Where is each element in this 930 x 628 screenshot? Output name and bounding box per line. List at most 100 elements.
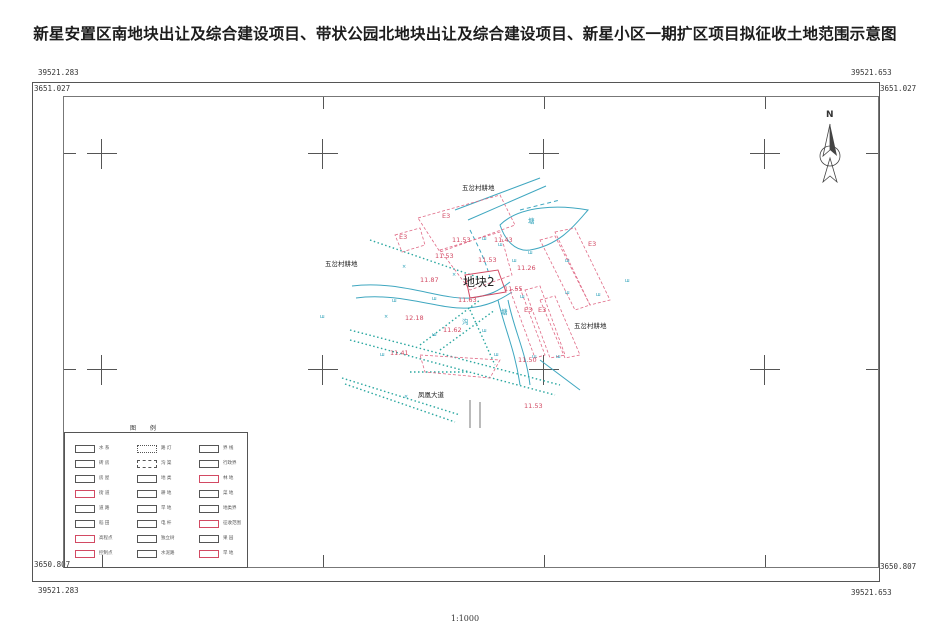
legend-item-label: 砖 房 — [99, 461, 110, 466]
label-elevation: 11.43 — [494, 236, 513, 244]
legend-title: 图 例 — [130, 425, 162, 432]
legend-symbol — [199, 475, 219, 483]
track-line — [349, 339, 556, 396]
label-elevation: 12.18 — [405, 314, 424, 322]
label-elevation: 11.55 — [504, 285, 523, 293]
grid-tick — [64, 369, 76, 370]
legend-symbol — [137, 445, 157, 453]
scale-label: 1:1000 — [450, 614, 480, 623]
farmland-symbol: ш — [528, 250, 533, 256]
label-elevation: 11.53 — [478, 256, 497, 264]
legend-item-label: 沟 渠 — [161, 461, 172, 466]
grid-cross — [308, 139, 338, 169]
legend-item-label: 控制点 — [99, 551, 113, 556]
label-farmland: 五岔村耕地 — [325, 260, 358, 268]
corner-bottom-left-x: 39521.283 — [38, 586, 79, 595]
grid-cross — [750, 139, 780, 169]
legend-item-label: 地类界 — [223, 506, 237, 511]
farmland-symbol: ш — [556, 354, 561, 360]
parcel-outline — [419, 354, 501, 379]
label-parcel: E3 — [524, 306, 533, 314]
legend-symbol — [75, 550, 95, 558]
farmland-symbol: ш — [532, 354, 537, 360]
legend-item-label: 林 地 — [223, 476, 234, 481]
grid-tick — [866, 369, 878, 370]
grid-tick — [866, 153, 878, 154]
legend-symbol — [199, 535, 219, 543]
label-parcel: E3 — [538, 306, 547, 314]
label-elevation: 11.53 — [524, 402, 543, 410]
corner-top-right-y: 3651.027 — [880, 84, 917, 93]
legend-item-label: 旱 地 — [161, 506, 172, 511]
farmland-symbol: × — [452, 272, 456, 278]
legend-symbol — [137, 535, 157, 543]
label-elevation: 11.50 — [518, 356, 537, 364]
label-elevation: 11.53 — [435, 252, 454, 260]
track-line — [341, 377, 461, 416]
legend-symbol — [199, 490, 219, 498]
legend-item-label: 果 园 — [223, 536, 234, 541]
parcel-outline — [539, 235, 591, 311]
legend-item-label: 菜 地 — [223, 491, 234, 496]
farmland-symbol: ш — [596, 292, 601, 298]
parcel-outline — [509, 287, 546, 359]
legend-symbol — [199, 505, 219, 513]
river-line — [539, 359, 581, 391]
map-outer-frame — [32, 82, 880, 582]
farmland-symbol: ш — [494, 352, 499, 358]
farmland-symbol: ш — [565, 258, 570, 264]
grid-tick — [544, 97, 545, 109]
corner-top-left-y: 3651.027 — [34, 84, 71, 93]
parcel-outline — [539, 295, 581, 359]
track-line — [369, 239, 481, 279]
grid-tick — [765, 555, 766, 567]
legend-symbol — [137, 460, 157, 468]
grid-tick — [323, 555, 324, 567]
legend-item-label: 行政界 — [223, 461, 237, 466]
ditch-line — [469, 229, 491, 279]
river-line — [454, 177, 541, 211]
legend-item-label: 高程点 — [99, 536, 113, 541]
farmland-symbol: ш — [512, 258, 517, 264]
farmland-symbol: ш — [392, 298, 397, 304]
farmland-symbol: × — [404, 394, 408, 400]
grid-tick — [64, 153, 76, 154]
label-ditch: 沟 — [462, 318, 469, 326]
legend-item-label: 界 线 — [223, 446, 234, 451]
label-elevation: 11.87 — [420, 276, 439, 284]
farmland-symbol: ш — [482, 328, 487, 334]
legend-item-label: 独立树 — [161, 536, 175, 541]
parcel-outline — [394, 227, 426, 253]
farmland-symbol: ш — [320, 314, 325, 320]
grid-cross — [87, 139, 117, 169]
pond-outline — [499, 206, 589, 251]
river-line — [467, 185, 547, 221]
grid-cross — [308, 355, 338, 385]
legend-symbol — [199, 550, 219, 558]
legend-item-label: 耕 地 — [161, 491, 172, 496]
legend-symbol — [75, 520, 95, 528]
legend-symbol — [137, 505, 157, 513]
plot-label: 地块2 — [463, 275, 495, 289]
legend-item-label: 街 道 — [99, 491, 110, 496]
parcel-outline — [417, 194, 516, 253]
grid-cross — [529, 139, 559, 169]
label-elevation: 11.41 — [390, 349, 409, 357]
label-pond: 塘 — [501, 308, 508, 316]
legend-item-label: 水 系 — [99, 446, 110, 451]
legend-symbol — [75, 475, 95, 483]
legend-symbol — [75, 505, 95, 513]
legend-symbol — [199, 460, 219, 468]
grid-tick — [102, 555, 103, 567]
corner-top-left-x: 39521.283 — [38, 68, 79, 77]
legend-symbol — [137, 475, 157, 483]
legend-symbol — [75, 535, 95, 543]
track-line — [419, 299, 481, 346]
label-farmland: 五岔村耕地 — [574, 322, 607, 330]
corner-top-right-x: 39521.653 — [851, 68, 892, 77]
legend-symbol — [199, 520, 219, 528]
legend-symbol — [199, 445, 219, 453]
legend-item-label: 房 屋 — [99, 476, 110, 481]
farmland-symbol: × — [384, 314, 388, 320]
